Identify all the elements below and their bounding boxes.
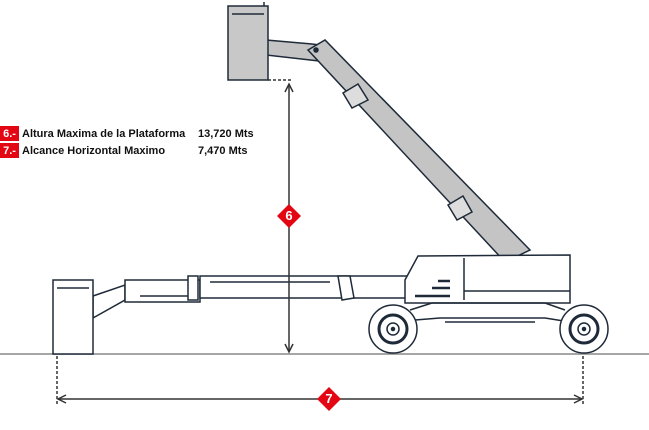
- legend-value: 13,720 Mts: [198, 127, 254, 140]
- legend-item-reach: 7.- Alcance Horizontal Maximo 7,470 Mts: [0, 143, 248, 158]
- raised-boom: [265, 39, 532, 263]
- reach-marker-diamond: [317, 387, 341, 411]
- rear-wheel: [559, 304, 609, 354]
- stowed-basket: [52, 279, 94, 355]
- vehicle-chassis: [404, 254, 571, 323]
- height-marker-diamond: [277, 204, 301, 228]
- legend-label: Altura Maxima de la Plataforma: [22, 127, 186, 140]
- front-wheel: [368, 304, 418, 354]
- raised-basket: [227, 2, 269, 81]
- height-marker-label: 6: [285, 208, 293, 223]
- legend-number: 7.-: [0, 143, 19, 158]
- legend-number: 6.-: [0, 126, 19, 141]
- legend-item-height: 6.- Altura Maxima de la Plataforma 13,72…: [0, 126, 254, 141]
- legend-value: 7,470 Mts: [198, 144, 248, 157]
- reach-marker-label: 7: [325, 391, 333, 406]
- stowed-boom: [92, 275, 411, 320]
- legend-label: Alcance Horizontal Maximo: [22, 144, 166, 157]
